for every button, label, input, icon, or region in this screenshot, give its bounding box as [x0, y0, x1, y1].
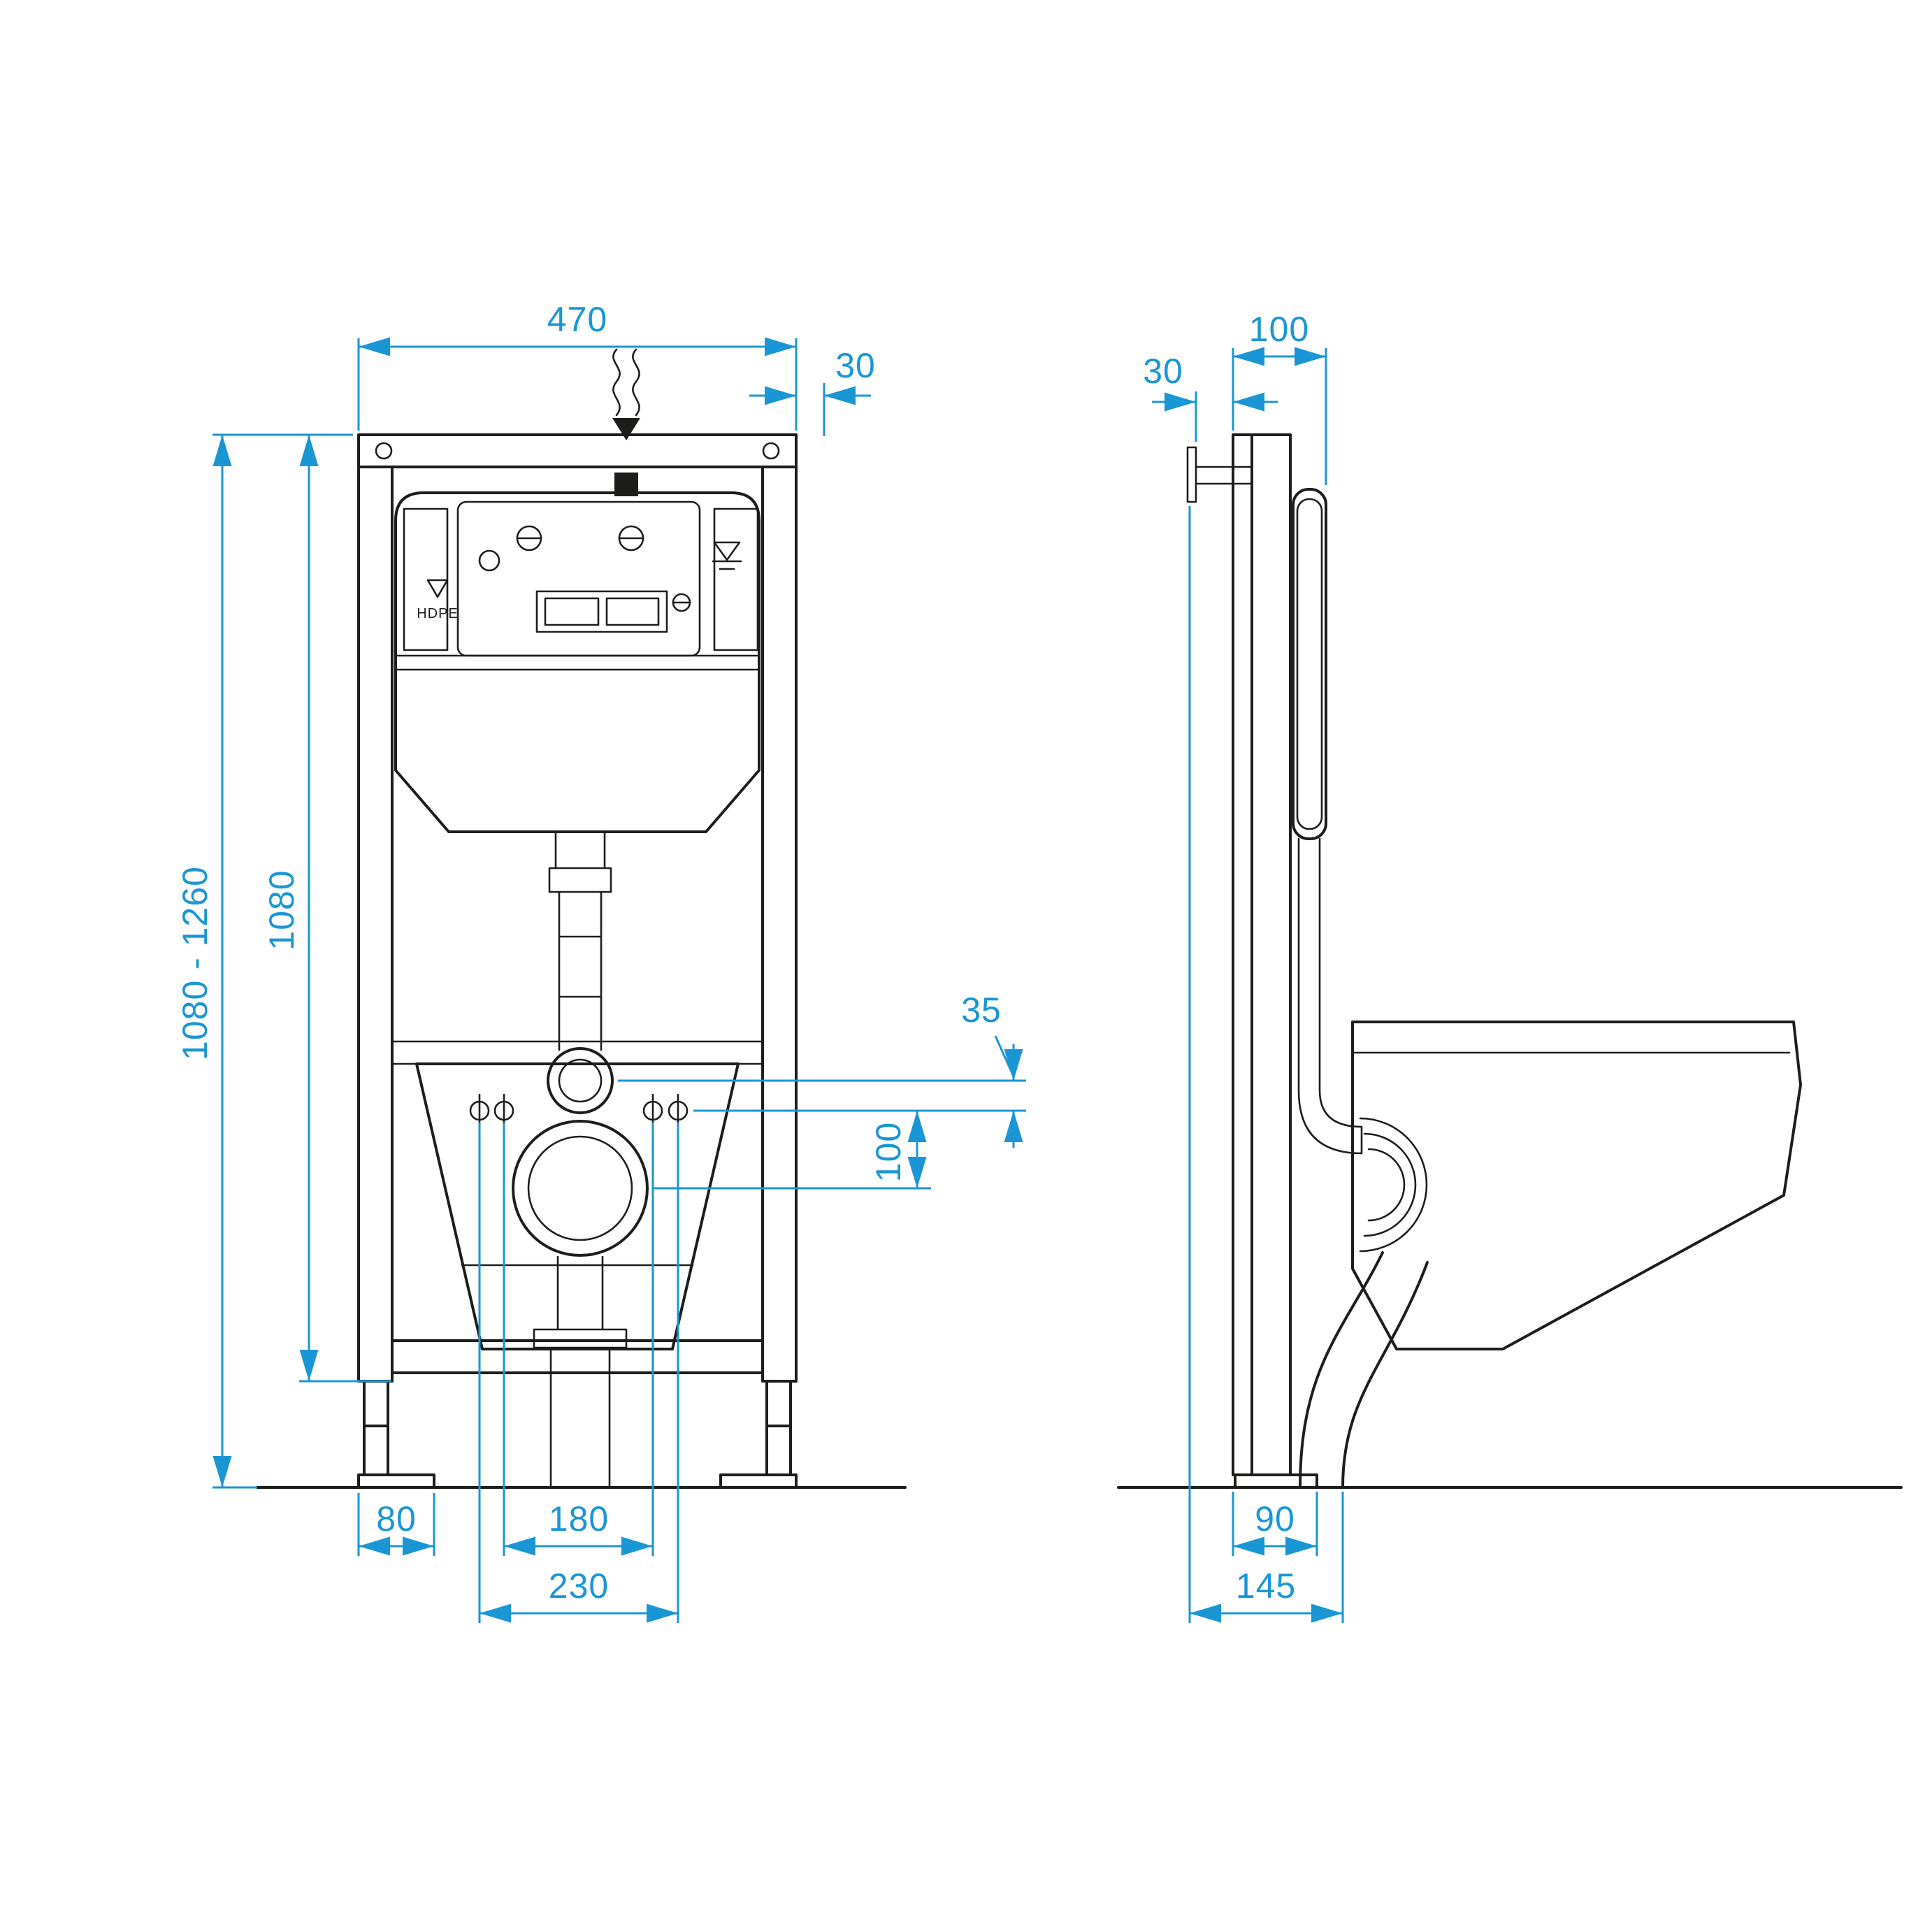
supply-pipe	[1195, 466, 1253, 485]
dim-label-total-depth: 145	[1236, 1566, 1296, 1606]
dim-height-adjustable-ext	[212, 433, 353, 1489]
waste-outlet-inner	[527, 1135, 633, 1241]
water-level-lines	[712, 560, 742, 570]
dim-frame-width-ext	[357, 338, 798, 431]
hdpe-symbol: HDPE	[417, 579, 459, 621]
dim-outlet-offset-ext	[618, 1079, 1026, 1112]
dim-bolt-spacing-inner: 180	[503, 1123, 654, 1556]
dim-label-top-offset: 30	[835, 346, 876, 385]
water-supply-connection	[1186, 446, 1253, 503]
dim-frame-depth: 100	[1232, 310, 1327, 485]
flush-plate	[535, 590, 668, 633]
vent-symbol	[612, 348, 640, 496]
hdpe-label: HDPE	[417, 606, 459, 621]
support-plate-trapezoid	[415, 1062, 740, 1350]
dim-label-outlet-offset: 35	[961, 990, 1002, 1030]
waste-outlet	[512, 1120, 649, 1489]
dim-label-bolt-spacing-outer: 230	[549, 1566, 609, 1606]
bowl-flange-arcs	[1359, 1117, 1428, 1253]
dimensions-front: 470 30 1080 - 1260 1080 35	[175, 300, 1026, 1623]
flush-pipe-front	[547, 830, 614, 1114]
side-frame-profile	[1232, 433, 1318, 1489]
frame-hole-right	[762, 442, 780, 460]
dim-label-bolt-to-outlet: 100	[869, 1122, 908, 1182]
dim-outlet-offset: 35	[618, 990, 1026, 1148]
dim-frame-depth-ext	[1232, 348, 1327, 485]
vent-wave-1	[612, 348, 621, 417]
dim-label-supply-offset: 30	[1143, 352, 1183, 391]
water-level-symbol	[712, 541, 742, 570]
dim-foot-width: 80	[357, 1493, 435, 1556]
dim-total-depth: 145	[1188, 506, 1344, 1623]
vent-wave-2	[632, 348, 640, 417]
frame-legs	[357, 1380, 798, 1489]
screw-lower-right	[672, 593, 691, 612]
vent-arrow-down-icon	[612, 418, 640, 440]
dim-total-depth-ext	[1188, 506, 1344, 1623]
dim-label-frame-depth: 100	[1249, 310, 1309, 349]
flush-bend-inner	[558, 1058, 603, 1103]
frame-hole-left	[375, 442, 393, 460]
dim-label-height-adjustable: 1080 - 1260	[175, 866, 215, 1060]
supply-valve-cap	[1186, 446, 1197, 503]
side-mount-tabs	[403, 507, 759, 651]
side-cistern	[1292, 488, 1327, 840]
dim-label-bolt-spacing-inner: 180	[549, 1499, 609, 1538]
cistern-body	[394, 491, 760, 833]
toilet-bowl-side	[1351, 1021, 1802, 1350]
dimensions-side: 100 30 90 145	[1143, 310, 1344, 1623]
dim-label-frame-height: 1080	[262, 870, 301, 950]
water-level-triangle-icon	[713, 541, 741, 561]
bolt-stems	[478, 1093, 679, 1128]
flush-pipe-lines	[548, 830, 612, 1051]
waste-outlet-outer	[512, 1120, 649, 1257]
cistern-seams	[394, 654, 760, 671]
side-flush-pipe	[1297, 837, 1428, 1253]
support-plate	[391, 1040, 764, 1350]
dim-label-foot-depth: 90	[1255, 1499, 1295, 1538]
dim-frame-width: 470	[357, 300, 798, 431]
dim-frame-height: 1080	[262, 435, 391, 1383]
dim-label-foot-width: 80	[376, 1499, 417, 1538]
dim-bolt-spacing-outer: 230	[478, 1123, 679, 1623]
recycle-triangle-icon	[426, 579, 449, 598]
side-cistern-outline	[1292, 488, 1327, 840]
side-view-drawing	[1117, 433, 1903, 1489]
dim-bolt-to-outlet: 100	[653, 1111, 931, 1190]
flush-bend-outer	[547, 1047, 614, 1114]
dim-bolt-spacing-inner-ext	[503, 1123, 654, 1556]
dim-label-frame-width: 470	[547, 300, 607, 339]
dim-height-adjustable: 1080 - 1260	[175, 433, 353, 1489]
dim-outlet-offset-leader	[994, 1035, 1015, 1077]
access-panel-frame	[456, 500, 701, 657]
side-waste-bend	[1299, 1251, 1429, 1489]
mounting-bolts	[469, 1093, 689, 1128]
screw-slots	[516, 537, 691, 604]
waste-drain-flange	[533, 1255, 628, 1489]
side-cistern-inner	[1296, 498, 1323, 830]
service-hole	[478, 549, 500, 572]
dim-bolt-spacing-outer-ext	[478, 1123, 679, 1623]
front-view-drawing: HDPE	[256, 348, 907, 1489]
access-panel	[403, 500, 759, 657]
dim-top-offset: 30	[749, 346, 876, 436]
toilet-bowl-outline	[1351, 1021, 1802, 1350]
dim-foot-depth: 90	[1232, 1492, 1318, 1556]
side-flush-pipe-lines	[1297, 837, 1363, 1155]
frame-outline	[357, 433, 798, 1383]
dim-supply-offset: 30	[1143, 352, 1278, 442]
